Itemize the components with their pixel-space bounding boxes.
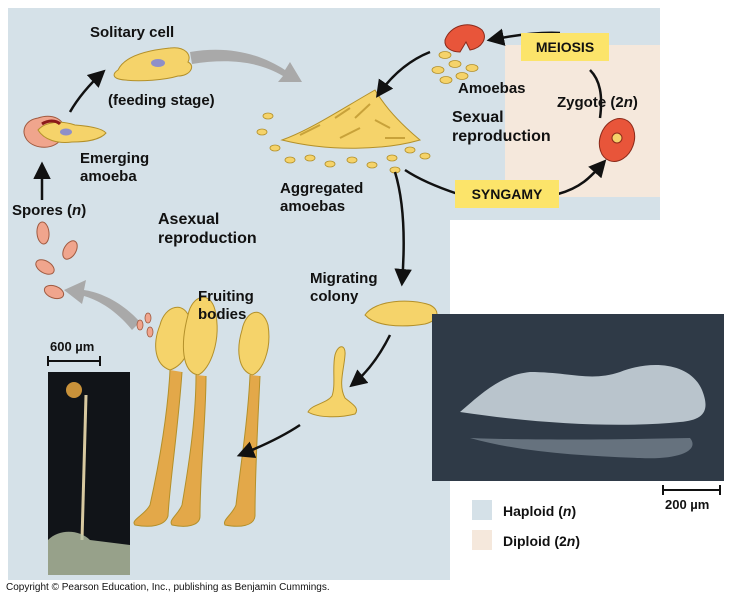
released-spores xyxy=(136,312,154,338)
spores xyxy=(35,221,78,300)
arrow-aggregate-to-migrating xyxy=(393,171,412,287)
scale-200-label: 200 µm xyxy=(665,497,710,512)
migrating-colony-photo xyxy=(432,314,724,481)
legend-haploid-swatch xyxy=(472,500,492,520)
arrow-syngamy-to-zygote xyxy=(557,159,607,196)
aggregated-amoebas xyxy=(256,89,431,174)
fruiting-bodies xyxy=(133,297,270,527)
solitary-cell-amoeba xyxy=(113,47,193,82)
spores-label: Spores (n) xyxy=(12,202,87,219)
copyright-notice: Copyright © Pearson Education, Inc., pub… xyxy=(6,582,330,593)
arrow-aggregate-to-syngamy xyxy=(404,168,459,196)
amoebas-group xyxy=(431,51,479,84)
solitary-cell-label: Solitary cell xyxy=(90,24,175,41)
arrow-emerging-to-solitary xyxy=(68,69,106,113)
zygote-label: Zygote (2n) xyxy=(557,94,638,111)
arrow-migrating-to-developing xyxy=(349,334,392,388)
fruiting-body-photo xyxy=(48,372,130,575)
amoebas-label: Amoebas xyxy=(458,80,526,97)
emerging-amoeba xyxy=(23,115,107,148)
arrow-amoebas-to-aggregate xyxy=(375,50,431,98)
feeding-stage-label: (feeding stage) xyxy=(108,92,215,109)
arrow-developing-to-fruiting xyxy=(236,423,301,458)
zygote xyxy=(598,118,636,162)
syngamy-label: SYNGAMY xyxy=(455,180,559,208)
scale-600-label: 600 µm xyxy=(50,339,95,354)
legend-haploid-label: Haploid (n) xyxy=(503,503,577,519)
arrow-zygote-to-meiosis xyxy=(589,69,603,119)
legend-diploid-label: Diploid (2n) xyxy=(503,533,581,549)
diploid-region xyxy=(505,45,660,197)
meiosis-label: MEIOSIS xyxy=(521,33,609,61)
legend-diploid-swatch xyxy=(472,530,492,550)
post-meiosis-cell xyxy=(444,24,485,53)
gray-arrow-top xyxy=(190,49,302,82)
developing-fruiting-body xyxy=(307,346,358,418)
gray-arrow-left xyxy=(64,280,140,330)
